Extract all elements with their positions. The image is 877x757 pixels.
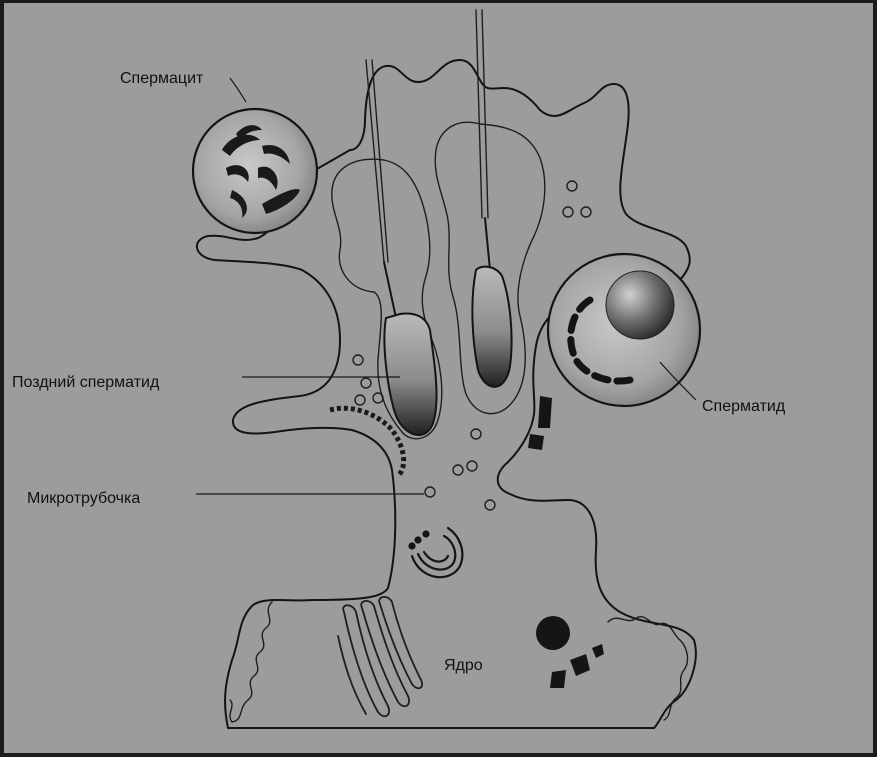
- label-spermatid: Сперматид: [702, 398, 786, 415]
- inclusion-bodies: [528, 396, 604, 688]
- label-late-spermatid: Поздний сперматид: [12, 374, 160, 391]
- late-spermatid-left: [366, 60, 437, 435]
- label-spermatocyte: Спермацит: [120, 70, 204, 87]
- round-spermatid-cell: [548, 254, 700, 406]
- spermatocyte-cell: [193, 109, 317, 233]
- golgi-apparatus: [410, 528, 463, 577]
- late-spermatid-right: [472, 10, 511, 387]
- leader-spermatocyte: [230, 78, 246, 102]
- label-nucleus: Ядро: [444, 657, 483, 674]
- endoplasmic-reticulum: [338, 597, 422, 716]
- basal-infolding-left: [230, 602, 272, 722]
- basal-infolding-right: [608, 617, 687, 720]
- label-microtubule: Микротрубочка: [27, 490, 140, 507]
